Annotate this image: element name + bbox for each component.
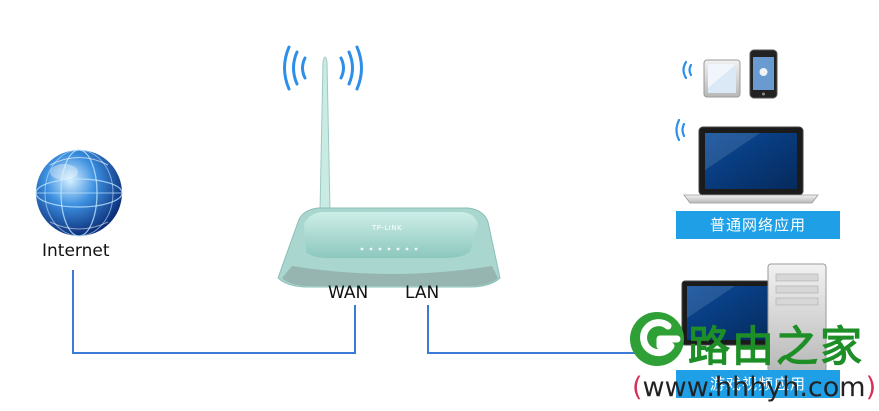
wifi-signal-icon xyxy=(675,118,686,142)
antenna-icon xyxy=(319,56,331,213)
tower-pc-icon xyxy=(767,263,827,373)
laptop-usage-banner: 普通网络应用 xyxy=(676,211,840,239)
phone-icon xyxy=(749,49,778,99)
watermark-paren-open: ( xyxy=(632,372,643,403)
watermark-paren-close: ) xyxy=(865,372,877,403)
watermark-title: 路由之家 xyxy=(688,322,865,371)
wan-connection-line xyxy=(72,270,356,354)
desktop-usage-banner: 游戏视频应用 xyxy=(676,370,840,398)
lan-connection-line xyxy=(427,305,640,354)
tablet-icon xyxy=(703,59,741,98)
wifi-signal-icon xyxy=(283,45,363,91)
desktop-computer-icon xyxy=(681,280,783,346)
wan-port-label: WAN xyxy=(328,283,369,303)
globe-icon xyxy=(35,149,123,237)
wifi-signal-icon xyxy=(682,60,693,80)
lan-port-label: LAN xyxy=(405,283,440,303)
watermark-logo-icon xyxy=(630,312,684,366)
router-brand-label: TP-LINK xyxy=(372,224,403,232)
watermark-url-text: www.hhhyh.com xyxy=(642,372,866,403)
internet-label: Internet xyxy=(42,241,110,261)
watermark-url: (www.hhhyh.com) xyxy=(632,372,876,403)
router-icon xyxy=(277,207,501,288)
laptop-icon xyxy=(683,126,819,204)
